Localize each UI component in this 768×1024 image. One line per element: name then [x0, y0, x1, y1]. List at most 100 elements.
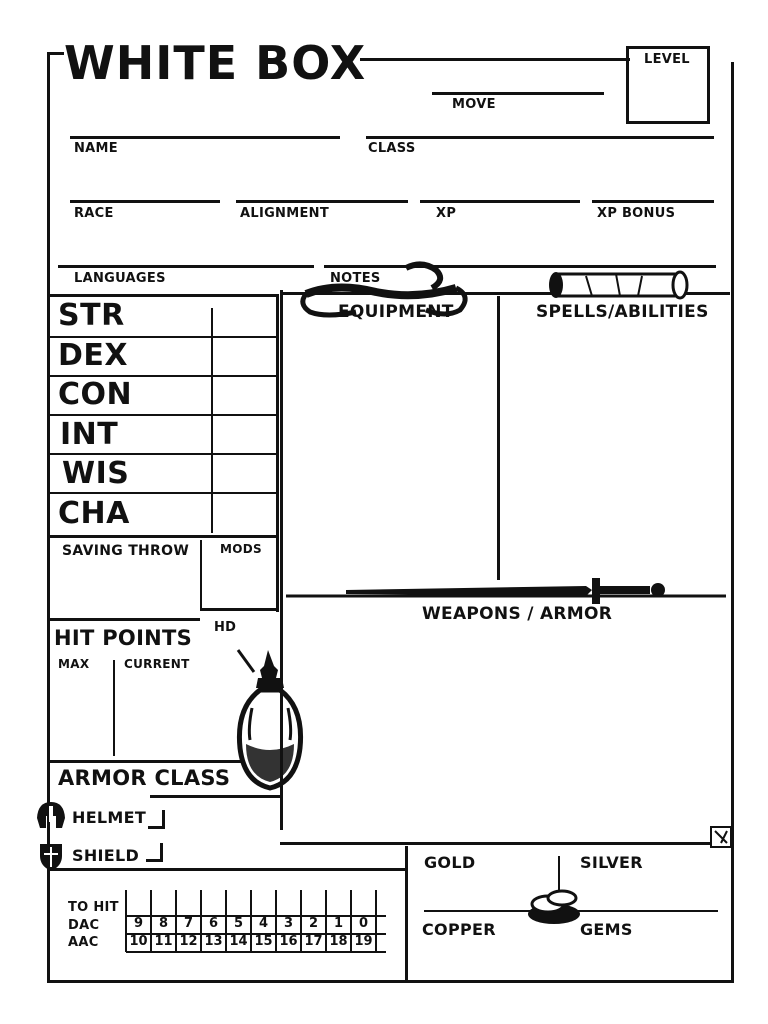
spells-title: SPELLS/ABILITIES [536, 302, 709, 322]
weapons-field[interactable] [290, 630, 724, 830]
helmet-label: HELMET [72, 808, 147, 827]
to-hit-cell[interactable] [326, 898, 351, 916]
helmet-checkbox[interactable] [148, 810, 165, 829]
alignment-label: ALIGNMENT [240, 206, 329, 221]
class-line [366, 136, 714, 139]
xp-bonus-field[interactable] [592, 168, 714, 200]
languages-field[interactable] [58, 232, 314, 265]
aac-cell: 19 [354, 934, 373, 949]
shield-label: SHIELD [72, 846, 140, 865]
dac-cell: 9 [133, 916, 144, 931]
saving-throw-divider [200, 540, 202, 610]
hit-points-title: HIT POINTS [54, 626, 193, 650]
languages-label: LANGUAGES [74, 271, 166, 286]
spells-field[interactable] [504, 326, 726, 580]
shield-icon [40, 844, 62, 871]
aac-cell: 15 [254, 934, 273, 949]
frame-top [48, 52, 64, 55]
ability-row-line [50, 336, 276, 338]
move-label: MOVE [452, 97, 496, 112]
notes-line [324, 265, 716, 268]
ability-cha: CHA [58, 496, 130, 531]
to-hit-cell[interactable] [251, 898, 276, 916]
saving-throw-label: SAVING THROW [62, 543, 190, 559]
class-field[interactable] [366, 104, 714, 136]
saving-throw-bottom-line [48, 618, 200, 621]
silver-label: SILVER [580, 853, 643, 872]
copper-field[interactable] [412, 942, 552, 976]
to-hit-cell[interactable] [126, 898, 151, 916]
equipment-field[interactable] [286, 326, 494, 582]
cha-score-field[interactable] [214, 495, 274, 531]
to-hit-cell[interactable] [176, 898, 201, 916]
level-label: LEVEL [644, 52, 690, 67]
saving-throw-field[interactable] [52, 562, 198, 618]
weapons-bottom-line [280, 842, 720, 845]
gold-label: GOLD [424, 853, 476, 872]
aac-label: AAC [68, 935, 99, 950]
int-score-field[interactable] [214, 417, 274, 453]
to-hit-cell[interactable] [151, 898, 176, 916]
current-label: CURRENT [124, 657, 190, 671]
frame-left [47, 52, 50, 982]
dac-cell: 6 [208, 916, 219, 931]
ability-wis: WIS [62, 456, 130, 491]
alignment-line [236, 200, 408, 203]
xp-bonus-line [592, 200, 714, 203]
mods-field[interactable] [204, 562, 274, 606]
dac-cell: 7 [183, 916, 194, 931]
to-hit-cell[interactable] [351, 898, 376, 916]
ability-row-line [50, 375, 276, 377]
equipment-top-line [280, 292, 730, 295]
current-hp-field[interactable] [118, 676, 232, 754]
dac-cell: 0 [358, 916, 369, 931]
ability-score-divider [211, 308, 213, 533]
shield-checkbox[interactable] [146, 843, 163, 862]
aac-cell: 11 [154, 934, 173, 949]
to-hit-cell[interactable] [201, 898, 226, 916]
xp-label: XP [436, 206, 457, 221]
equipment-left-line [280, 290, 283, 830]
ability-bottom-line [50, 535, 276, 538]
con-score-field[interactable] [214, 378, 274, 414]
dex-score-field[interactable] [214, 339, 274, 375]
move-field[interactable] [432, 64, 604, 92]
mods-bottom-line [200, 608, 278, 611]
aac-cell: 12 [179, 934, 198, 949]
alignment-field[interactable] [236, 168, 408, 200]
to-hit-cell[interactable] [276, 898, 301, 916]
silver-field[interactable] [566, 876, 716, 908]
str-score-field[interactable] [214, 300, 274, 336]
name-label: NAME [74, 141, 118, 156]
armor-class-title: ARMOR CLASS [58, 766, 231, 790]
equipment-title: EQUIPMENT [338, 302, 454, 322]
dac-cell: 2 [308, 916, 319, 931]
race-field[interactable] [70, 168, 220, 200]
to-hit-grid [125, 890, 386, 953]
money-divider-top [558, 856, 560, 896]
xp-field[interactable] [420, 168, 580, 200]
aac-cell: 14 [229, 934, 248, 949]
dac-label: DAC [68, 918, 100, 933]
gems-field[interactable] [566, 942, 716, 976]
to-hit-cell[interactable] [301, 898, 326, 916]
sheet-title: WHITE BOX [64, 36, 367, 90]
ability-con: CON [58, 377, 133, 412]
level-box[interactable] [626, 46, 710, 124]
dac-cell: 3 [283, 916, 294, 931]
check-icon [710, 826, 732, 848]
class-label: CLASS [368, 141, 416, 156]
ability-right-line [276, 294, 279, 612]
xp-bonus-label: XP BONUS [597, 206, 676, 221]
frame-right [731, 62, 734, 982]
dac-cell: 1 [333, 916, 344, 931]
wis-score-field[interactable] [214, 456, 274, 492]
to-hit-cell[interactable] [226, 898, 251, 916]
notes-label: NOTES [330, 271, 381, 286]
armor-class-line [150, 795, 280, 798]
max-hp-field[interactable] [52, 676, 110, 754]
name-field[interactable] [70, 104, 340, 136]
sword-icon [286, 578, 726, 604]
ability-row-line [50, 492, 276, 494]
aac-cell: 10 [129, 934, 148, 949]
